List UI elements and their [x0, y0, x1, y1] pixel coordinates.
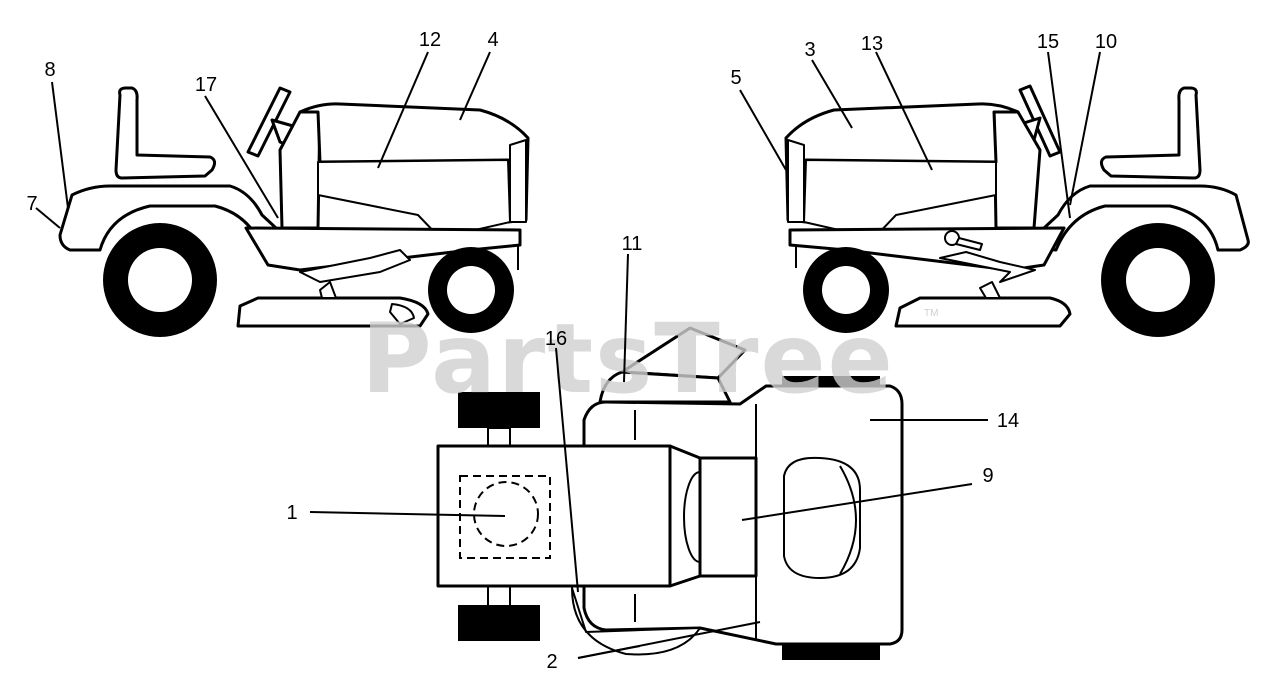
callout-14: 14 — [997, 410, 1019, 432]
callout-7: 7 — [26, 193, 37, 215]
right-hood-side — [803, 159, 997, 239]
right-grille — [787, 139, 805, 223]
top-dash — [598, 370, 732, 404]
right-side-view-mower — [784, 84, 1250, 337]
watermark: PartsTree TM — [361, 303, 938, 415]
callout-8: 8 — [44, 59, 55, 81]
callout-1: 1 — [286, 502, 297, 524]
callout-11: 11 — [622, 233, 643, 255]
top-hood-panel — [783, 456, 861, 579]
callout-15: 15 — [1037, 31, 1059, 53]
callout-4: 4 — [487, 29, 498, 51]
leader-lines — [35, 51, 1101, 659]
watermark-text: PartsTree — [361, 303, 894, 415]
callout-16: 16 — [545, 328, 567, 350]
callout-5: 5 — [730, 67, 741, 89]
callout-13: 13 — [861, 33, 883, 55]
top-hood-neck — [698, 456, 758, 578]
callout-2: 2 — [546, 651, 557, 673]
left-seat — [114, 86, 217, 180]
callout-17: 17 — [195, 74, 217, 96]
top-rear-tire-left — [458, 392, 540, 428]
left-running-board — [299, 249, 411, 283]
right-rear-fender — [1032, 184, 1250, 252]
left-mower-deck — [236, 296, 430, 328]
callout-numbers: 8 7 17 12 4 5 3 13 15 10 11 16 14 9 1 2 — [26, 29, 1117, 673]
left-steering-wheel — [246, 86, 292, 158]
callout-3: 3 — [804, 39, 815, 61]
watermark-trademark: TM — [924, 308, 938, 319]
left-hood-side — [317, 159, 511, 239]
left-grille — [509, 139, 527, 223]
callout-10: 10 — [1095, 31, 1117, 53]
right-mower-deck — [894, 296, 1072, 328]
callout-9: 9 — [982, 465, 993, 487]
top-rear-tire-right — [458, 605, 540, 641]
right-seat — [1099, 86, 1202, 180]
left-side-view-mower — [58, 86, 530, 337]
right-running-board — [939, 251, 1036, 283]
callout-12: 12 — [419, 29, 441, 51]
